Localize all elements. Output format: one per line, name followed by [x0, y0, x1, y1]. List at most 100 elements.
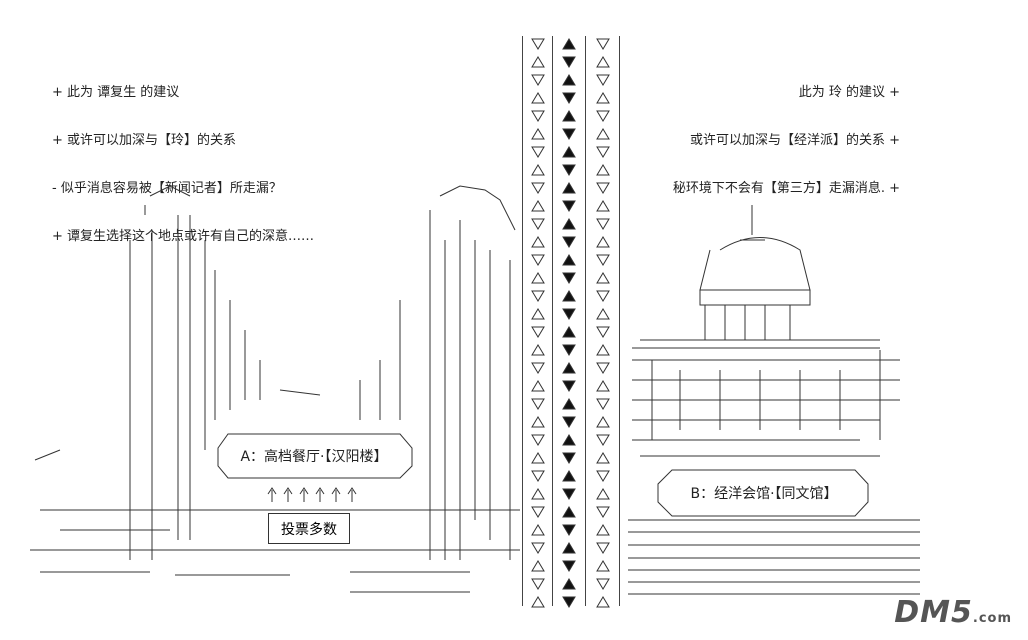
- down-triangle-icon: [531, 218, 545, 230]
- down-triangle-icon: [531, 506, 545, 518]
- down-triangle-icon: [562, 380, 576, 392]
- up-triangle-icon: [531, 56, 545, 68]
- down-triangle-icon: [562, 488, 576, 500]
- right-suggestion-notes: 此为 玲 的建议 + 或许可以加深与【经洋派】的关系 + 秘环境下不会有【第三方…: [673, 53, 900, 213]
- up-triangle-icon: [596, 560, 610, 572]
- left-note-line: + 或许可以加深与【玲】的关系: [52, 133, 237, 148]
- up-triangle-icon: [562, 254, 576, 266]
- down-triangle-icon: [531, 470, 545, 482]
- up-triangle-icon: [531, 524, 545, 536]
- option-a-label[interactable]: A：高档餐厅·【汉阳楼】: [240, 449, 388, 465]
- up-triangle-icon: [562, 218, 576, 230]
- down-triangle-icon: [562, 344, 576, 356]
- up-triangle-icon: [531, 488, 545, 500]
- up-triangle-icon: [562, 578, 576, 590]
- up-triangle-icon: [531, 128, 545, 140]
- left-note-line: + 谭复生选择这个地点或许有自己的深意……: [52, 229, 315, 244]
- down-triangle-icon: [596, 326, 610, 338]
- up-triangle-icon: [562, 362, 576, 374]
- up-triangle-icon: [596, 344, 610, 356]
- down-triangle-icon: [531, 110, 545, 122]
- up-triangle-icon: [531, 200, 545, 212]
- down-triangle-icon: [562, 200, 576, 212]
- up-triangle-icon: [562, 290, 576, 302]
- down-triangle-icon: [531, 326, 545, 338]
- down-triangle-icon: [531, 362, 545, 374]
- down-triangle-icon: [596, 542, 610, 554]
- divider-line: [585, 36, 586, 606]
- up-triangle-icon: [531, 452, 545, 464]
- up-triangle-icon: [596, 200, 610, 212]
- up-triangle-icon: [562, 182, 576, 194]
- down-triangle-icon: [531, 146, 545, 158]
- option-b-label[interactable]: B：经洋会馆·【同文馆】: [690, 486, 838, 502]
- up-triangle-icon: [596, 380, 610, 392]
- up-triangle-icon: [531, 380, 545, 392]
- up-triangle-icon: [562, 110, 576, 122]
- down-triangle-icon: [562, 272, 576, 284]
- up-triangle-icon: [531, 236, 545, 248]
- down-triangle-icon: [596, 254, 610, 266]
- site-watermark: DM5.com: [894, 595, 1012, 630]
- down-triangle-icon: [596, 146, 610, 158]
- vote-majority-button[interactable]: 投票多数: [268, 513, 350, 544]
- down-triangle-icon: [562, 416, 576, 428]
- down-triangle-icon: [562, 524, 576, 536]
- down-triangle-icon: [596, 362, 610, 374]
- up-triangle-icon: [596, 488, 610, 500]
- up-triangle-icon: [596, 56, 610, 68]
- up-triangle-icon: [596, 92, 610, 104]
- right-note-line: 或许可以加深与【经洋派】的关系 +: [689, 133, 900, 148]
- left-note-line: + 此为 谭复生 的建议: [52, 85, 180, 100]
- divider-line: [522, 36, 523, 606]
- down-triangle-icon: [531, 542, 545, 554]
- up-triangle-icon: [562, 326, 576, 338]
- down-triangle-icon: [596, 506, 610, 518]
- up-triangle-icon: [562, 434, 576, 446]
- down-triangle-icon: [531, 290, 545, 302]
- down-triangle-icon: [596, 218, 610, 230]
- down-triangle-icon: [596, 434, 610, 446]
- up-triangle-icon: [596, 416, 610, 428]
- up-triangle-icon: [562, 74, 576, 86]
- down-triangle-icon: [562, 596, 576, 608]
- up-triangle-icon: [531, 308, 545, 320]
- down-triangle-icon: [562, 128, 576, 140]
- up-triangle-icon: [596, 128, 610, 140]
- divider-line: [552, 36, 553, 606]
- up-triangle-icon: [531, 560, 545, 572]
- up-triangle-icon: [596, 272, 610, 284]
- up-triangle-icon: [531, 272, 545, 284]
- down-triangle-icon: [596, 110, 610, 122]
- left-note-line: - 似乎消息容易被【新闻记者】所走漏？: [52, 181, 282, 196]
- down-triangle-icon: [562, 452, 576, 464]
- watermark-suffix: .com: [972, 611, 1012, 626]
- right-note-line: 秘环境下不会有【第三方】走漏消息. +: [672, 181, 900, 196]
- down-triangle-icon: [562, 92, 576, 104]
- down-triangle-icon: [531, 578, 545, 590]
- up-triangle-icon: [562, 398, 576, 410]
- up-triangle-icon: [531, 416, 545, 428]
- up-triangle-icon: [562, 470, 576, 482]
- up-triangle-icon: [531, 596, 545, 608]
- divider-line: [619, 36, 620, 606]
- down-triangle-icon: [531, 74, 545, 86]
- up-triangle-icon: [562, 146, 576, 158]
- watermark-text: DM5: [894, 595, 973, 630]
- up-triangle-icon: [596, 524, 610, 536]
- down-triangle-icon: [596, 290, 610, 302]
- down-triangle-icon: [531, 182, 545, 194]
- down-triangle-icon: [562, 236, 576, 248]
- down-triangle-icon: [596, 578, 610, 590]
- up-triangle-icon: [531, 344, 545, 356]
- down-triangle-icon: [562, 308, 576, 320]
- down-triangle-icon: [531, 38, 545, 50]
- up-triangle-icon: [562, 38, 576, 50]
- down-triangle-icon: [562, 56, 576, 68]
- down-triangle-icon: [531, 398, 545, 410]
- up-triangle-icon: [596, 452, 610, 464]
- left-suggestion-notes: + 此为 谭复生 的建议 + 或许可以加深与【玲】的关系 - 似乎消息容易被【新…: [52, 53, 314, 261]
- up-triangle-icon: [531, 164, 545, 176]
